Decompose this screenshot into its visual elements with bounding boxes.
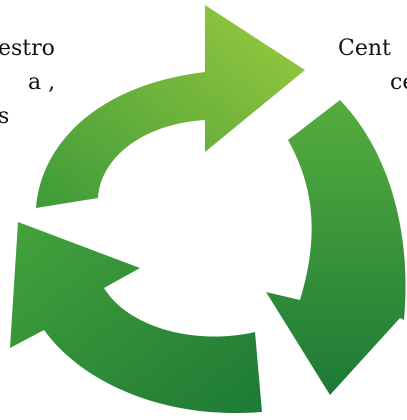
right-text-line-1: Cent (338, 36, 391, 61)
right-text-line-2: ce (390, 70, 407, 95)
arrow-segment-bottom (10, 222, 262, 414)
arrow-segment-top (36, 5, 305, 208)
left-text-line-1: estro (0, 36, 55, 61)
left-text-line-3: s (0, 104, 10, 129)
left-text-line-2: a , (28, 70, 56, 95)
left-text-fragment: estro a , s (0, 32, 55, 134)
arrow-segment-right (266, 100, 406, 395)
right-text-fragment: Cent ce (338, 32, 407, 100)
